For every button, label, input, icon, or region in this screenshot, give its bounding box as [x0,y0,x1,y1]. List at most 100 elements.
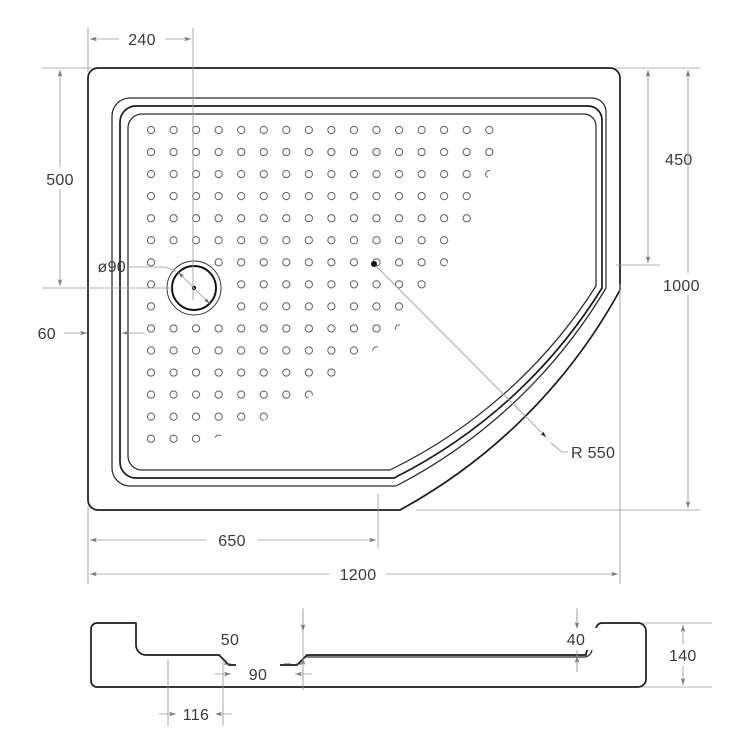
anti-slip-dot [553,215,560,222]
anti-slip-dot [553,435,560,442]
anti-slip-dot [394,125,404,135]
anti-slip-dot [169,192,178,201]
anti-slip-dot [192,368,201,377]
anti-slip-dot [349,192,359,201]
anti-slip-dot [349,302,359,311]
anti-slip-dot [440,214,449,223]
anti-slip-dot [553,237,560,244]
dim-116: 116 [183,707,209,724]
anti-slip-dot [531,413,538,420]
anti-slip-dot [462,280,471,289]
anti-slip-dot [349,147,359,157]
anti-slip-dot [508,435,515,442]
anti-slip-dot [304,412,313,421]
anti-slip-dot [485,258,494,267]
anti-slip-dot [214,125,223,135]
anti-slip-dot [349,258,359,267]
dim-1200-text-mask [330,563,386,585]
dim-90-text-mask [236,663,280,685]
anti-slip-dot [485,280,494,289]
anti-slip-dot [282,147,291,157]
anti-slip-dot [259,192,268,201]
anti-slip-dot [304,170,313,179]
anti-slip-dot [146,346,156,355]
anti-slip-dot [531,259,538,266]
anti-slip-dot [349,368,359,377]
dim-group-r550: R 550 [371,261,615,462]
anti-slip-dot [553,193,560,200]
anti-slip-dot [282,412,291,421]
anti-slip-dot [282,346,291,355]
anti-slip-dot [146,324,156,333]
anti-slip-dot [394,258,404,267]
dim-group-500: 500 [36,67,172,289]
anti-slip-dot [508,148,515,155]
anti-slip-dot [259,390,268,399]
anti-slip-dot [417,368,426,377]
anti-slip-dot [146,434,156,443]
anti-slip-dot [349,236,359,245]
anti-slip-dot [214,434,223,443]
anti-slip-dot [259,258,268,267]
dim-500: 500 [46,172,74,189]
drain-assembly: ø90 [98,259,222,316]
anti-slip-dot [485,346,494,355]
dim-90: 90 [249,667,267,684]
anti-slip-dot [462,368,471,377]
anti-slip-dot [417,125,426,135]
anti-slip-dot [146,214,156,223]
anti-slip-dot [304,258,313,267]
anti-slip-dot [169,324,178,333]
anti-slip-dot [146,192,156,201]
profile-inner-top-line [306,630,593,658]
dim-140: 140 [669,648,697,665]
anti-slip-dot [146,147,156,157]
anti-slip-dot [327,192,336,201]
anti-slip-dot [485,170,494,179]
anti-slip-dot [327,147,336,157]
anti-slip-dot [462,302,471,311]
anti-slip-dot [394,368,404,377]
anti-slip-dot [282,434,291,443]
anti-slip-dot [485,125,494,135]
anti-slip-dot [349,170,359,179]
anti-slip-dot [394,346,404,355]
anti-slip-dot [259,280,268,289]
anti-slip-dot [394,236,404,245]
anti-slip-dot [259,412,268,421]
anti-slip-dot [417,214,426,223]
plan-view-outlines [87,67,621,511]
anti-slip-dot [259,125,268,135]
anti-slip-dot [553,391,560,398]
anti-slip-dot [349,214,359,223]
anti-slip-dot [349,412,359,421]
anti-slip-dot [214,412,223,421]
anti-slip-dot [304,390,313,399]
radius-center-point [371,261,377,267]
anti-slip-dot [192,214,201,223]
anti-slip-dot [417,170,426,179]
dim-450-text-mask [662,147,708,169]
anti-slip-dot [304,434,313,443]
anti-slip-dot [394,434,404,443]
anti-slip-dot [327,280,336,289]
anti-slip-dot [417,192,426,201]
dim-group-116: 116 [159,660,232,726]
anti-slip-dot [417,258,426,267]
dim-116-text-mask [176,703,216,725]
anti-slip-dot [304,346,313,355]
anti-slip-dot [146,170,156,179]
anti-slip-dot [440,412,449,421]
anti-slip-dot [237,147,246,157]
anti-slip-dot [237,236,246,245]
anti-slip-dot [259,434,268,443]
anti-slip-dot [259,214,268,223]
anti-slip-dot [259,170,268,179]
anti-slip-dot [462,346,471,355]
dim-40: 40 [567,632,585,649]
anti-slip-dot [214,192,223,201]
anti-slip-dot [531,391,538,398]
anti-slip-dot [146,236,156,245]
dim-650-text-mask [207,529,257,551]
anti-slip-dot [372,368,381,377]
